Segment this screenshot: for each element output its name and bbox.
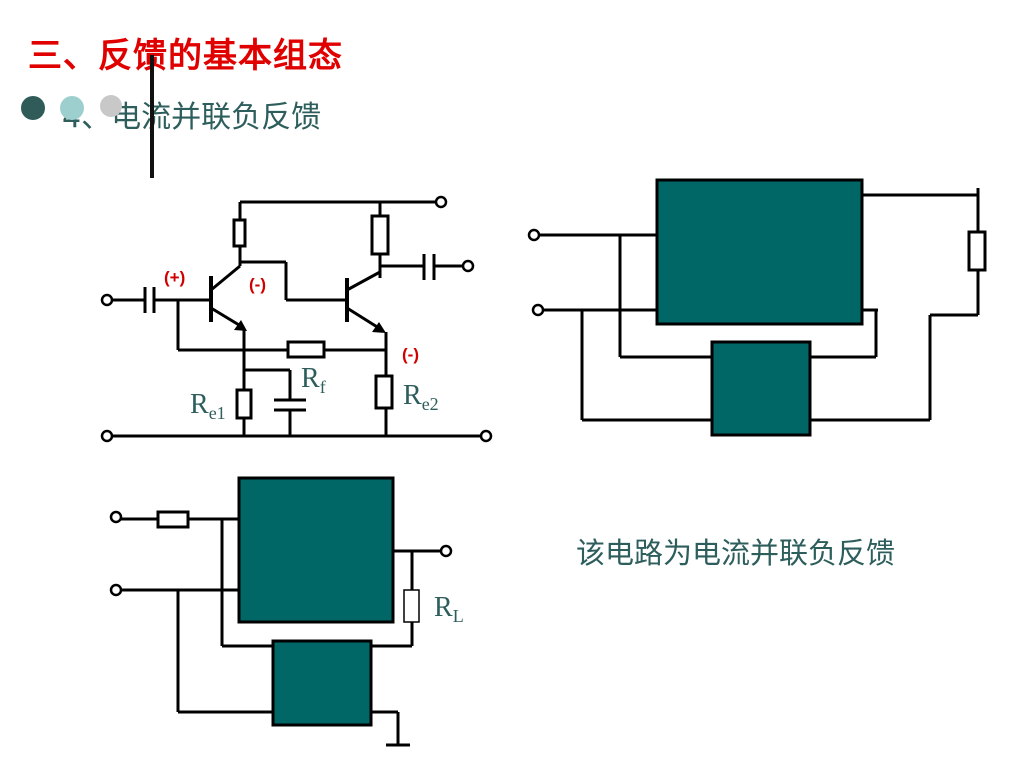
slide-title: 三、反馈的基本组态 (28, 36, 343, 76)
block-diagram-bottom (109, 510, 453, 747)
load-resistor (403, 589, 420, 623)
polarity-collector: (-) (249, 275, 266, 294)
rl-label: RL (434, 592, 464, 626)
block-diagram-top (527, 188, 987, 422)
slide-caption: 该电路为电流并联负反馈 (576, 536, 896, 570)
amplifier-label-top: A (740, 240, 773, 291)
rf-label: Rf (301, 363, 326, 397)
re2-label: Re2 (403, 380, 439, 414)
amplifier-label-bottom: A (298, 538, 331, 589)
feedback-block-bottom (271, 639, 373, 727)
feedback-label-bottom: F (306, 656, 332, 707)
transistor-circuit (100, 195, 493, 443)
bullet-decoration (21, 55, 154, 178)
amplifier-block-bottom (237, 476, 395, 624)
feedback-block-top (710, 340, 812, 437)
polarity-input: (+) (164, 268, 185, 287)
polarity-emitter: (-) (402, 345, 419, 364)
feedback-label-top: F (744, 357, 770, 408)
re1-label: Re1 (190, 389, 226, 423)
amplifier-block-top (655, 178, 864, 326)
